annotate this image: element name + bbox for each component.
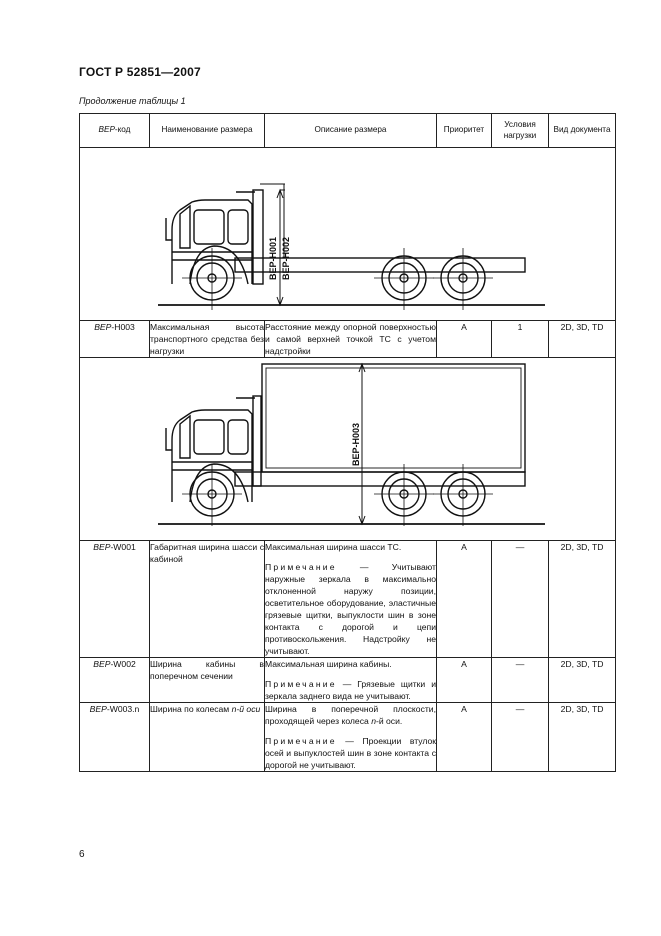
row-name: Габаритная ширина шасси с кабиной [149,540,265,658]
row-code: BEP-W001 [79,540,150,658]
note-label: Примечание [265,562,337,572]
figure-box-truck: BEP-H003 [79,357,616,541]
table-row-w003n: BEP-W003.n Ширина по колесам n-й оси Шир… [79,702,616,772]
row-description: Максимальная ширина кабины. Примечание —… [264,657,437,703]
table-row-h003: BEP-H003 Максимальная высота транспортно… [79,320,616,358]
note-label: Примечание [265,679,337,689]
row-doc-type: 2D, 3D, TD [548,657,616,703]
row-name: Ширина по колесам n-й оси [149,702,265,772]
col-header-priority: Приоритет [436,113,492,148]
row-conditions: 1 [491,320,549,358]
figure-row-2: BEP-H003 [79,357,616,541]
dimension-label-h001: BEP-H001 [268,237,278,280]
row-code: BEP-H003 [79,320,150,358]
row-conditions: — [491,657,549,703]
col-header-code: BEP-код [79,113,150,148]
row-priority: A [436,702,492,772]
row-description: Максимальная ширина шасси ТС. Примечание… [264,540,437,658]
dimension-label-h002: BEP-H002 [281,237,291,280]
dimension-label-h003: BEP-H003 [351,423,361,466]
table-row-w001: BEP-W001 Габаритная ширина шасси с кабин… [79,540,616,658]
flatbed-truck-drawing: BEP-H001 BEP-H002 [158,183,545,310]
row-priority: A [436,320,492,358]
row-code: BEP-W003.n [79,702,150,772]
dimensions-table: BEP-код Наименование размера Описание ра… [79,113,616,772]
row-priority: A [436,540,492,658]
row-doc-type: 2D, 3D, TD [548,702,616,772]
table-header-row: BEP-код Наименование размера Описание ра… [79,113,616,148]
table-row-w002: BEP-W002 Ширина кабины в поперечном сече… [79,657,616,703]
note-label: Примечание [265,736,337,746]
table-caption: Продолжение таблицы 1 [79,96,186,106]
col-header-doc-type: Вид документа [548,113,616,148]
figure-row-1: BEP-H001 BEP-H002 [79,147,616,321]
row-description: Ширина в поперечной плоскости, проходяще… [264,702,437,772]
row-code: BEP-W002 [79,657,150,703]
row-doc-type: 2D, 3D, TD [548,320,616,358]
box-truck-drawing: BEP-H003 [158,362,545,526]
row-doc-type: 2D, 3D, TD [548,540,616,658]
col-header-conditions: Условия нагрузки [491,113,549,148]
figure-flatbed-truck: BEP-H001 BEP-H002 [79,147,616,321]
row-description: Расстояние между опорной поверхностью и … [264,320,437,358]
col-header-description: Описание размера [264,113,437,148]
row-conditions: — [491,702,549,772]
document-title: ГОСТ Р 52851—2007 [79,65,201,79]
row-conditions: — [491,540,549,658]
row-name: Ширина кабины в поперечном сечении [149,657,265,703]
row-name: Максимальная высота транспортного средст… [149,320,265,358]
row-priority: A [436,657,492,703]
col-header-name: Наименование размера [149,113,265,148]
page-number: 6 [79,849,85,860]
